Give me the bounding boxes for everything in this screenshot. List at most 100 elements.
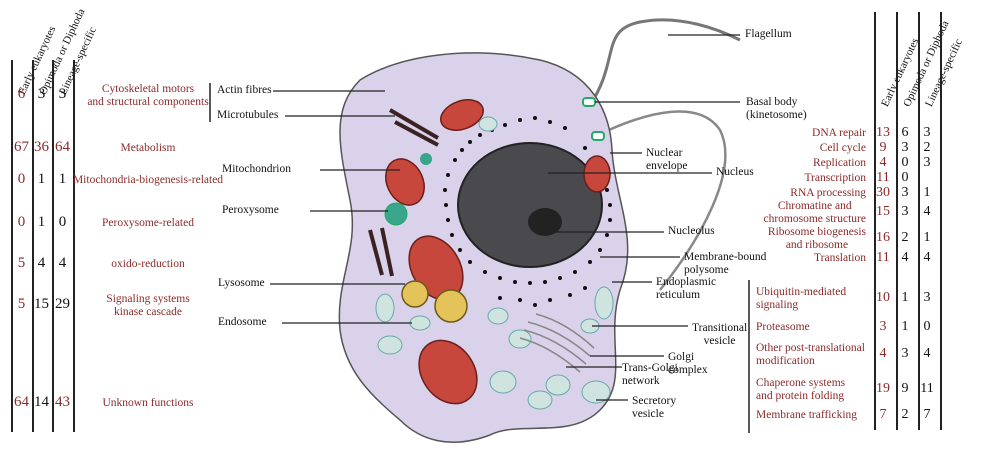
right-value-r9-c0: 3: [876, 320, 890, 334]
right-value-r6-c1: 2: [898, 231, 912, 245]
lysosome: [402, 281, 428, 307]
right-value-r1-c2: 2: [920, 141, 934, 155]
right-category-6: Ribosome biogenesis and ribosome: [768, 226, 866, 252]
right-value-r8-c0: 10: [876, 291, 890, 305]
right-column-rule-1: [874, 12, 876, 430]
label-flagellum: Flagellum: [745, 29, 792, 41]
right-column-rule-4: [940, 12, 942, 430]
label-endosome: Endosome: [218, 317, 267, 329]
label-secretory-vesicle: Secretory vesicle: [632, 395, 676, 421]
right-value-r0-c2: 3: [920, 126, 934, 140]
right-value-r0-c0: 13: [876, 126, 890, 140]
left-value-r4-c0: 5: [13, 256, 30, 271]
right-value-r11-c0: 19: [876, 382, 890, 396]
right-value-r2-c1: 0: [898, 156, 912, 170]
right-value-r1-c0: 9: [876, 141, 890, 155]
label-microtubules: Microtubules: [217, 110, 278, 122]
right-value-r10-c1: 3: [898, 347, 912, 361]
right-value-r4-c0: 30: [876, 186, 890, 200]
left-value-r4-c2: 4: [54, 256, 71, 271]
right-column-rule-3: [918, 12, 920, 430]
left-value-r4-c1: 4: [33, 256, 50, 271]
lysosome-2: [435, 290, 467, 322]
left-value-r2-c2: 1: [54, 172, 71, 187]
right-value-r9-c2: 0: [920, 320, 934, 334]
right-value-r4-c2: 1: [920, 186, 934, 200]
left-column-rule-4: [73, 60, 75, 432]
right-category-3: Transcription: [804, 172, 866, 185]
right-value-r6-c0: 16: [876, 231, 890, 245]
left-category-0: Cytoskeletal motors and structural compo…: [87, 83, 208, 109]
right-value-r12-c2: 7: [920, 408, 934, 422]
left-category-1: Metabolism: [121, 142, 176, 155]
label-actin-fibres: Actin fibres: [217, 85, 272, 97]
right-value-r0-c1: 6: [898, 126, 912, 140]
right-value-r8-c2: 3: [920, 291, 934, 305]
label-basal-body: Basal body (kinetosome): [746, 96, 807, 122]
mitochondrion-4: [584, 156, 610, 192]
label-mitochondrion: Mitochondrion: [222, 164, 291, 176]
right-value-r10-c2: 4: [920, 347, 934, 361]
left-value-r1-c1: 36: [33, 140, 50, 155]
left-value-r0-c2: 3: [54, 87, 71, 102]
right-value-r6-c2: 1: [920, 231, 934, 245]
left-value-r6-c2: 43: [54, 395, 71, 410]
right-value-r12-c1: 2: [898, 408, 912, 422]
right-category-2: Replication: [813, 157, 866, 170]
left-category-3: Peroxysome-related: [102, 217, 194, 230]
basal-body: [583, 98, 595, 106]
right-category-0: DNA repair: [812, 127, 866, 140]
left-value-r3-c2: 0: [54, 215, 71, 230]
right-value-r7-c2: 4: [920, 251, 934, 265]
right-value-r2-c0: 4: [876, 156, 890, 170]
left-value-r1-c0: 67: [13, 140, 30, 155]
left-category-4: oxido-reduction: [111, 258, 184, 271]
left-category-6: Unknown functions: [102, 397, 193, 410]
left-value-r5-c0: 5: [13, 297, 30, 312]
right-value-r1-c1: 3: [898, 141, 912, 155]
label-lysosome: Lysosome: [218, 278, 265, 290]
right-value-r5-c1: 3: [898, 205, 912, 219]
peroxysome-2: [420, 153, 432, 165]
left-value-r3-c1: 1: [33, 215, 50, 230]
right-value-r3-c1: 0: [898, 171, 912, 185]
label-trans-golgi: Trans-Golgi network: [622, 362, 678, 388]
right-value-r7-c1: 4: [898, 251, 912, 265]
label-nucleus: Nucleus: [716, 167, 754, 179]
left-column-rule-3: [52, 60, 54, 432]
left-value-r5-c2: 29: [54, 297, 71, 312]
right-category-8: Ubiquitin-mediated signaling: [756, 286, 846, 312]
right-category-5: Chromatine and chromosome structure: [763, 200, 866, 226]
left-value-r3-c0: 0: [13, 215, 30, 230]
right-category-7: Translation: [814, 252, 866, 265]
right-category-9: Proteasome: [756, 321, 810, 334]
left-category-2: Mitochondria-biogenesis-related: [73, 174, 223, 187]
right-value-r11-c1: 9: [898, 382, 912, 396]
right-value-r11-c2: 11: [920, 382, 934, 396]
right-value-r3-c0: 11: [876, 171, 890, 185]
right-value-r12-c0: 7: [876, 408, 890, 422]
peroxysome: [385, 203, 407, 225]
left-value-r5-c1: 15: [33, 297, 50, 312]
right-category-4: RNA processing: [790, 187, 866, 200]
label-peroxysome: Peroxysome: [222, 205, 279, 217]
right-value-r9-c1: 1: [898, 320, 912, 334]
right-value-r4-c1: 3: [898, 186, 912, 200]
left-column-rule-2: [32, 60, 34, 432]
flagellum: [590, 20, 740, 105]
left-column-rule-1: [11, 60, 13, 432]
right-value-r2-c2: 3: [920, 156, 934, 170]
right-category-12: Membrane trafficking: [756, 409, 857, 422]
label-nucleolus: Nucleolus: [668, 226, 715, 238]
right-category-1: Cell cycle: [820, 142, 866, 155]
label-membrane-polysome: Membrane-bound polysome: [684, 251, 766, 277]
left-value-r6-c0: 64: [13, 395, 30, 410]
right-value-r8-c1: 1: [898, 291, 912, 305]
right-value-r5-c2: 4: [920, 205, 934, 219]
right-category-10: Other post-translational modification: [756, 342, 865, 368]
right-category-11: Chaperone systems and protein folding: [756, 377, 845, 403]
left-value-r1-c2: 64: [54, 140, 71, 155]
label-transitional-vesicle: Transitional vesicle: [692, 322, 747, 348]
label-endoplasmic-reticulum: Endoplasmic reticulum: [656, 276, 716, 302]
